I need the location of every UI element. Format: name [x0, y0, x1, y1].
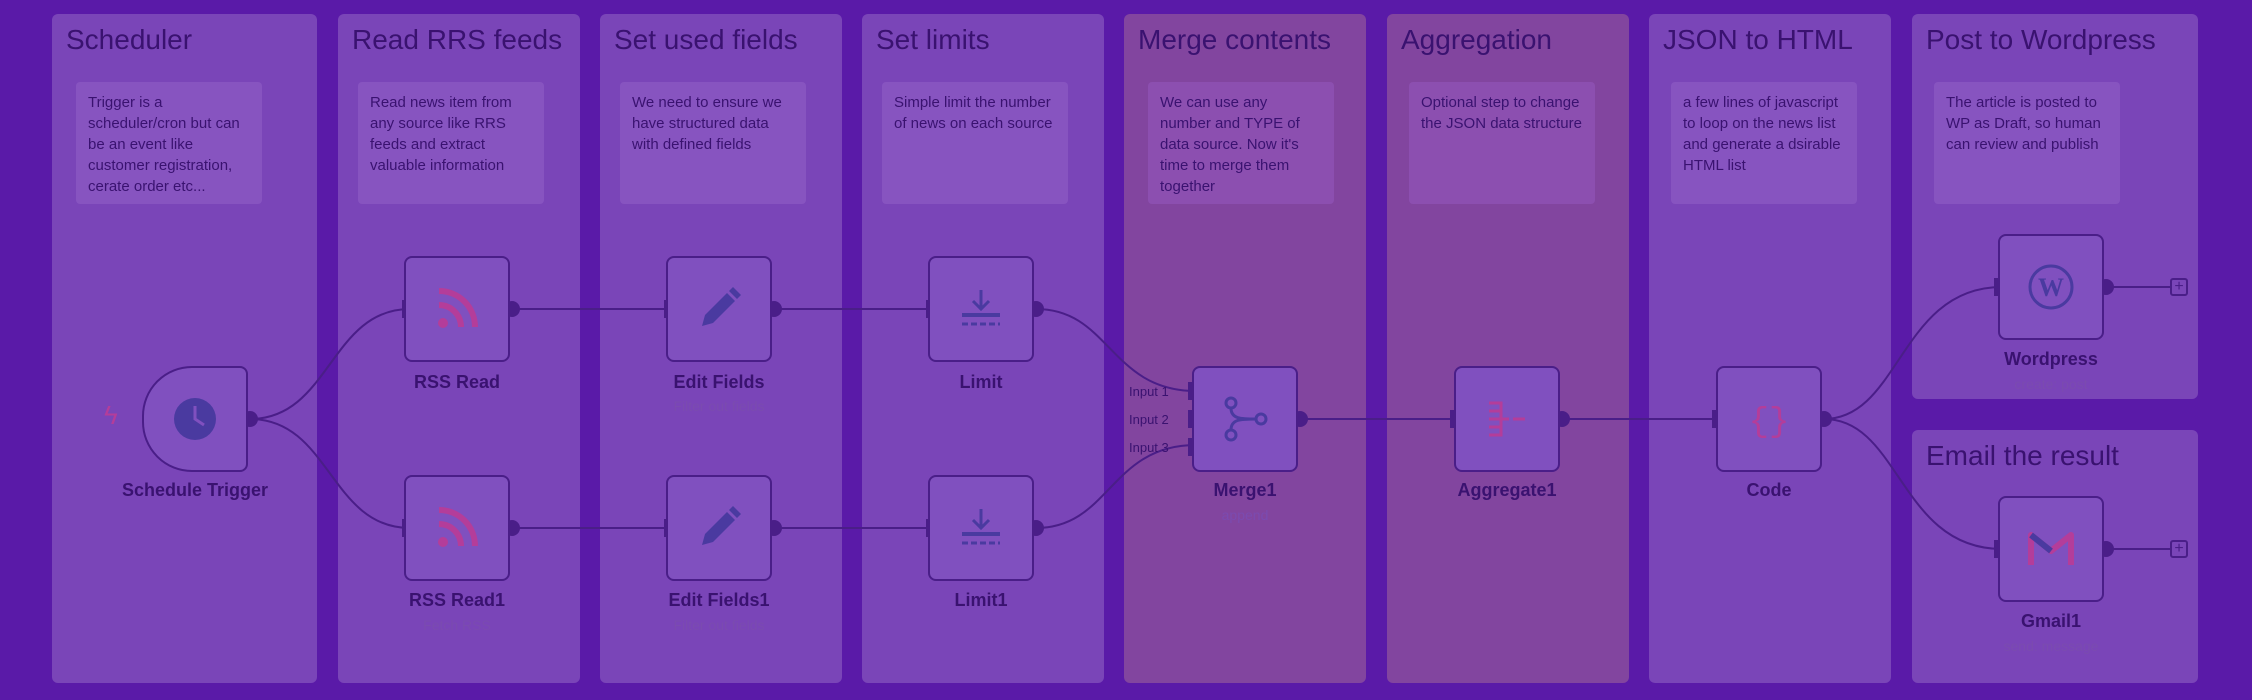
lane-note: a few lines of javascript to loop on the… — [1671, 82, 1857, 204]
node-label: Code — [1746, 480, 1792, 500]
lane-note: The article is posted to WP as Draft, so… — [1934, 82, 2120, 204]
pencil-icon — [702, 506, 741, 545]
lane-note: We can use any number and TYPE of data s… — [1148, 82, 1334, 204]
wire-trigger-rss — [249, 308, 411, 420]
limit-icon — [962, 509, 1000, 545]
node-label: Wordpress — [2004, 349, 2098, 369]
node-merge1[interactable] — [1192, 366, 1298, 472]
node-label: Edit Fields — [673, 372, 765, 392]
lane-aggregation: Aggregation Optional step to change the … — [1387, 14, 1629, 683]
lane-title: Email the result — [1926, 440, 2119, 471]
lane-merge-contents: Merge contents We can use any number and… — [1124, 14, 1366, 683]
lane-note: Trigger is a scheduler/cron but can be a… — [76, 82, 262, 204]
wire-limit1-merge — [1035, 444, 1197, 529]
node-label: RSS Read1 — [408, 590, 506, 610]
lane-title: Set used fields — [614, 24, 798, 55]
lane-note: Read news item from any source like RRS … — [358, 82, 544, 204]
merge-input-label: Input 3 — [1129, 440, 1169, 455]
node-edit-fields1[interactable] — [666, 475, 772, 581]
bolt-icon: ϟ — [104, 400, 118, 430]
add-node-plus-icon[interactable]: + — [2170, 278, 2188, 296]
lane-note: Simple limit the number of news on each … — [882, 82, 1068, 204]
code-braces-icon: {} — [1749, 404, 1790, 442]
lane-note: We need to ensure we have structured dat… — [620, 82, 806, 204]
svg-text:{}: {} — [1749, 404, 1790, 442]
node-label: Limit — [959, 372, 1003, 392]
wire-code-gmail — [1823, 418, 2003, 550]
lane-title: Post to Wordpress — [1926, 24, 2156, 55]
node-label: Gmail1 — [2020, 611, 2082, 631]
node-label: Limit1 — [954, 590, 1008, 610]
rss-icon — [438, 507, 478, 547]
rss-icon — [438, 288, 478, 328]
lane-title: Scheduler — [66, 24, 193, 55]
lane-title: Aggregation — [1401, 24, 1553, 55]
node-label: Merge1 — [1213, 480, 1277, 500]
node-subtitle: Fetch RSS — [423, 617, 491, 633]
node-label: RSS Read — [413, 372, 501, 392]
node-subtitle: Filter out fields — [673, 617, 765, 633]
add-node-plus-icon[interactable]: + — [2170, 540, 2188, 558]
node-limit[interactable] — [928, 256, 1034, 362]
node-rss-read1[interactable] — [404, 475, 510, 581]
limit-icon — [962, 290, 1000, 326]
node-label: Edit Fields1 — [668, 590, 770, 610]
node-subtitle: Filter out fields — [673, 398, 765, 414]
node-wordpress[interactable]: W — [1998, 234, 2104, 340]
node-subtitle: append — [1221, 507, 1269, 523]
node-label: Schedule Trigger — [121, 480, 269, 500]
node-aggregate1[interactable] — [1454, 366, 1560, 472]
lane-json-to-html: JSON to HTML a few lines of javascript t… — [1649, 14, 1891, 683]
node-gmail1[interactable] — [1998, 496, 2104, 602]
merge-input-label: Input 1 — [1129, 384, 1169, 399]
lane-title: JSON to HTML — [1663, 24, 1853, 55]
lane-note: Optional step to change the JSON data st… — [1409, 82, 1595, 204]
node-edit-fields[interactable] — [666, 256, 772, 362]
node-schedule-trigger[interactable] — [142, 366, 248, 472]
merge-icon — [1224, 396, 1268, 442]
wire-trigger-rss1 — [249, 418, 411, 529]
lane-title: Merge contents — [1138, 24, 1331, 55]
node-label: Aggregate1 — [1457, 480, 1557, 500]
node-rss-read[interactable] — [404, 256, 510, 362]
node-subtitle: send: message — [2003, 638, 2099, 654]
wire-code-wordpress — [1823, 286, 2003, 420]
svg-text:W: W — [2038, 273, 2064, 302]
gmail-icon — [2028, 532, 2074, 565]
lane-title: Set limits — [876, 24, 990, 55]
lane-title: Read RRS feeds — [352, 24, 563, 55]
wordpress-icon: W — [2028, 264, 2074, 310]
wire-limit-merge — [1035, 308, 1197, 392]
node-code[interactable]: {} — [1716, 366, 1822, 472]
aggregate-icon — [1489, 401, 1525, 437]
lane-scheduler: Scheduler Trigger is a scheduler/cron bu… — [52, 14, 317, 683]
node-limit1[interactable] — [928, 475, 1034, 581]
clock-icon — [174, 398, 216, 440]
merge-input-label: Input 2 — [1129, 412, 1169, 427]
pencil-icon — [702, 287, 741, 326]
node-subtitle: create: post — [2014, 376, 2088, 392]
